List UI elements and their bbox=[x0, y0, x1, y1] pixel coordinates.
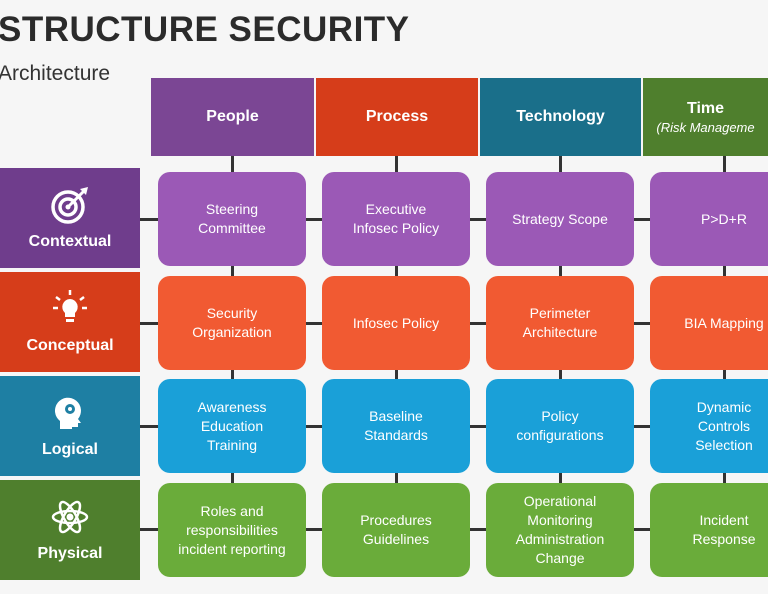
cell-physical-people: Roles and responsibilities incident repo… bbox=[158, 483, 306, 577]
row-header-label: Logical bbox=[41, 441, 98, 458]
cell-physical-time: Incident Response bbox=[650, 483, 768, 577]
cell-physical-technology: Operational Monitoring Administration Ch… bbox=[486, 483, 634, 577]
row-header-contextual: Contextual bbox=[0, 168, 140, 270]
cell-logical-people: Awareness Education Training bbox=[158, 379, 306, 473]
atom-icon bbox=[51, 500, 89, 534]
row-header-label: Physical bbox=[37, 545, 103, 562]
cell-contextual-process: Executive Infosec Policy bbox=[322, 172, 470, 266]
row-header-physical: Physical bbox=[0, 480, 140, 582]
cell-physical-process: Procedures Guidelines bbox=[322, 483, 470, 577]
cell-contextual-technology: Strategy Scope bbox=[486, 172, 634, 266]
cell-logical-time: Dynamic Controls Selection bbox=[650, 379, 768, 473]
cell-logical-process: Baseline Standards bbox=[322, 379, 470, 473]
column-header-label: Technology bbox=[516, 108, 605, 125]
cell-conceptual-people: Security Organization bbox=[158, 276, 306, 370]
column-header-technology: Technology bbox=[480, 78, 643, 156]
column-header-people: People bbox=[151, 78, 316, 156]
row-header-label: Conceptual bbox=[26, 337, 114, 354]
cell-logical-technology: Policy configurations bbox=[486, 379, 634, 473]
lightbulb-icon bbox=[53, 290, 87, 322]
column-header-label: People bbox=[206, 108, 259, 125]
target-icon bbox=[51, 187, 88, 224]
column-header-label: Time bbox=[686, 99, 725, 117]
page-subtitle: Architecture bbox=[0, 62, 111, 85]
row-header-label: Contextual bbox=[28, 233, 112, 250]
page-title: STRUCTURE SECURITY bbox=[0, 10, 410, 49]
cell-contextual-time: P>D+R bbox=[650, 172, 768, 266]
cell-conceptual-time: BIA Mapping bbox=[650, 276, 768, 370]
column-header-label: Process bbox=[365, 108, 429, 125]
column-header-time: Time (Risk Manageme bbox=[643, 78, 768, 156]
head-gear-icon bbox=[54, 397, 81, 429]
row-header-conceptual: Conceptual bbox=[0, 272, 140, 374]
cell-contextual-people: Steering Committee bbox=[158, 172, 306, 266]
cell-conceptual-technology: Perimeter Architecture bbox=[486, 276, 634, 370]
row-header-logical: Logical bbox=[0, 376, 140, 478]
cell-conceptual-process: Infosec Policy bbox=[322, 276, 470, 370]
column-header-process: Process bbox=[316, 78, 480, 156]
column-header-sublabel: (Risk Manageme bbox=[656, 119, 755, 135]
